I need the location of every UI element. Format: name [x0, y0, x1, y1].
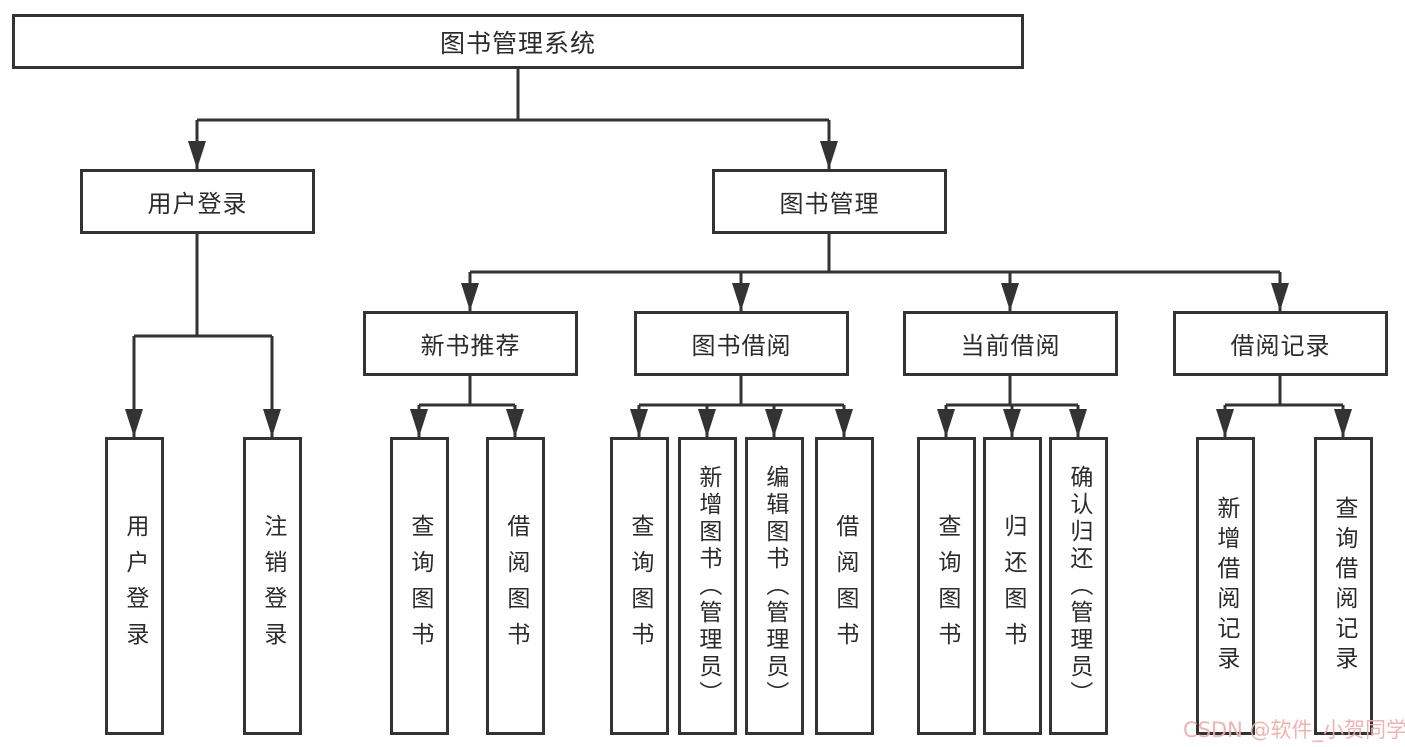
node-label: 图书管理系统: [439, 28, 596, 58]
node-book-borrow: 图书借阅: [634, 311, 849, 376]
leaf-borrow-books: 借阅图书: [815, 437, 874, 735]
leaf-query-books-recommend: 查询图书: [390, 437, 449, 735]
node-label: 新书推荐: [420, 332, 521, 360]
leaf-label: 新增图书（管理员）: [694, 464, 721, 708]
leaf-label: 用户登录: [121, 514, 148, 658]
connector-current-borrow-to-leaves: [937, 376, 1087, 437]
leaf-label: 借阅图书: [831, 514, 858, 658]
leaf-label: 确认归还（管理员）: [1065, 464, 1092, 708]
leaf-query-books-current: 查询图书: [917, 437, 976, 735]
leaf-label: 查询图书: [933, 514, 960, 658]
leaf-label: 归还图书: [999, 514, 1026, 658]
connector-user-login-to-leaves: [125, 234, 281, 437]
leaf-logout: 注销登录: [243, 437, 302, 735]
node-current-borrow: 当前借阅: [903, 311, 1118, 376]
node-user-login: 用户登录: [80, 169, 315, 234]
connector-book-management-to-level2: [461, 234, 1289, 311]
node-label: 图书管理: [779, 190, 880, 218]
leaf-label: 查询借阅记录: [1330, 496, 1357, 676]
leaf-query-books-borrow: 查询图书: [610, 437, 669, 735]
leaf-label: 注销登录: [259, 514, 286, 658]
node-label: 当前借阅: [960, 332, 1061, 360]
leaf-label: 查询图书: [626, 514, 653, 658]
leaf-edit-books-admin: 编辑图书（管理员）: [745, 437, 804, 735]
connector-new-book-to-leaves: [410, 376, 524, 437]
node-label: 图书借阅: [691, 332, 792, 360]
node-new-book-recommend: 新书推荐: [363, 311, 578, 376]
leaf-user-login: 用户登录: [105, 437, 164, 735]
leaf-add-books-admin: 新增图书（管理员）: [678, 437, 737, 735]
node-library-management-system: 图书管理系统: [12, 14, 1024, 69]
connector-root-to-level1: [188, 69, 838, 169]
node-label: 用户登录: [147, 190, 248, 218]
connector-borrow-record-to-leaves: [1216, 376, 1352, 437]
leaf-label: 新增借阅记录: [1212, 496, 1239, 676]
leaf-return-books: 归还图书: [983, 437, 1042, 735]
connector-book-borrow-to-leaves: [630, 376, 853, 437]
leaf-label: 编辑图书（管理员）: [761, 464, 788, 708]
node-label: 借阅记录: [1230, 332, 1331, 360]
leaf-add-borrow-record: 新增借阅记录: [1196, 437, 1255, 735]
leaf-confirm-return-admin: 确认归还（管理员）: [1049, 437, 1108, 735]
leaf-borrow-books-recommend: 借阅图书: [486, 437, 545, 735]
node-borrow-record: 借阅记录: [1173, 311, 1388, 376]
watermark: CSDN @软件_小贺同学: [1183, 718, 1405, 742]
leaf-query-borrow-record: 查询借阅记录: [1314, 437, 1373, 735]
leaf-label: 借阅图书: [502, 514, 529, 658]
leaf-label: 查询图书: [406, 514, 433, 658]
node-book-management: 图书管理: [712, 169, 947, 234]
